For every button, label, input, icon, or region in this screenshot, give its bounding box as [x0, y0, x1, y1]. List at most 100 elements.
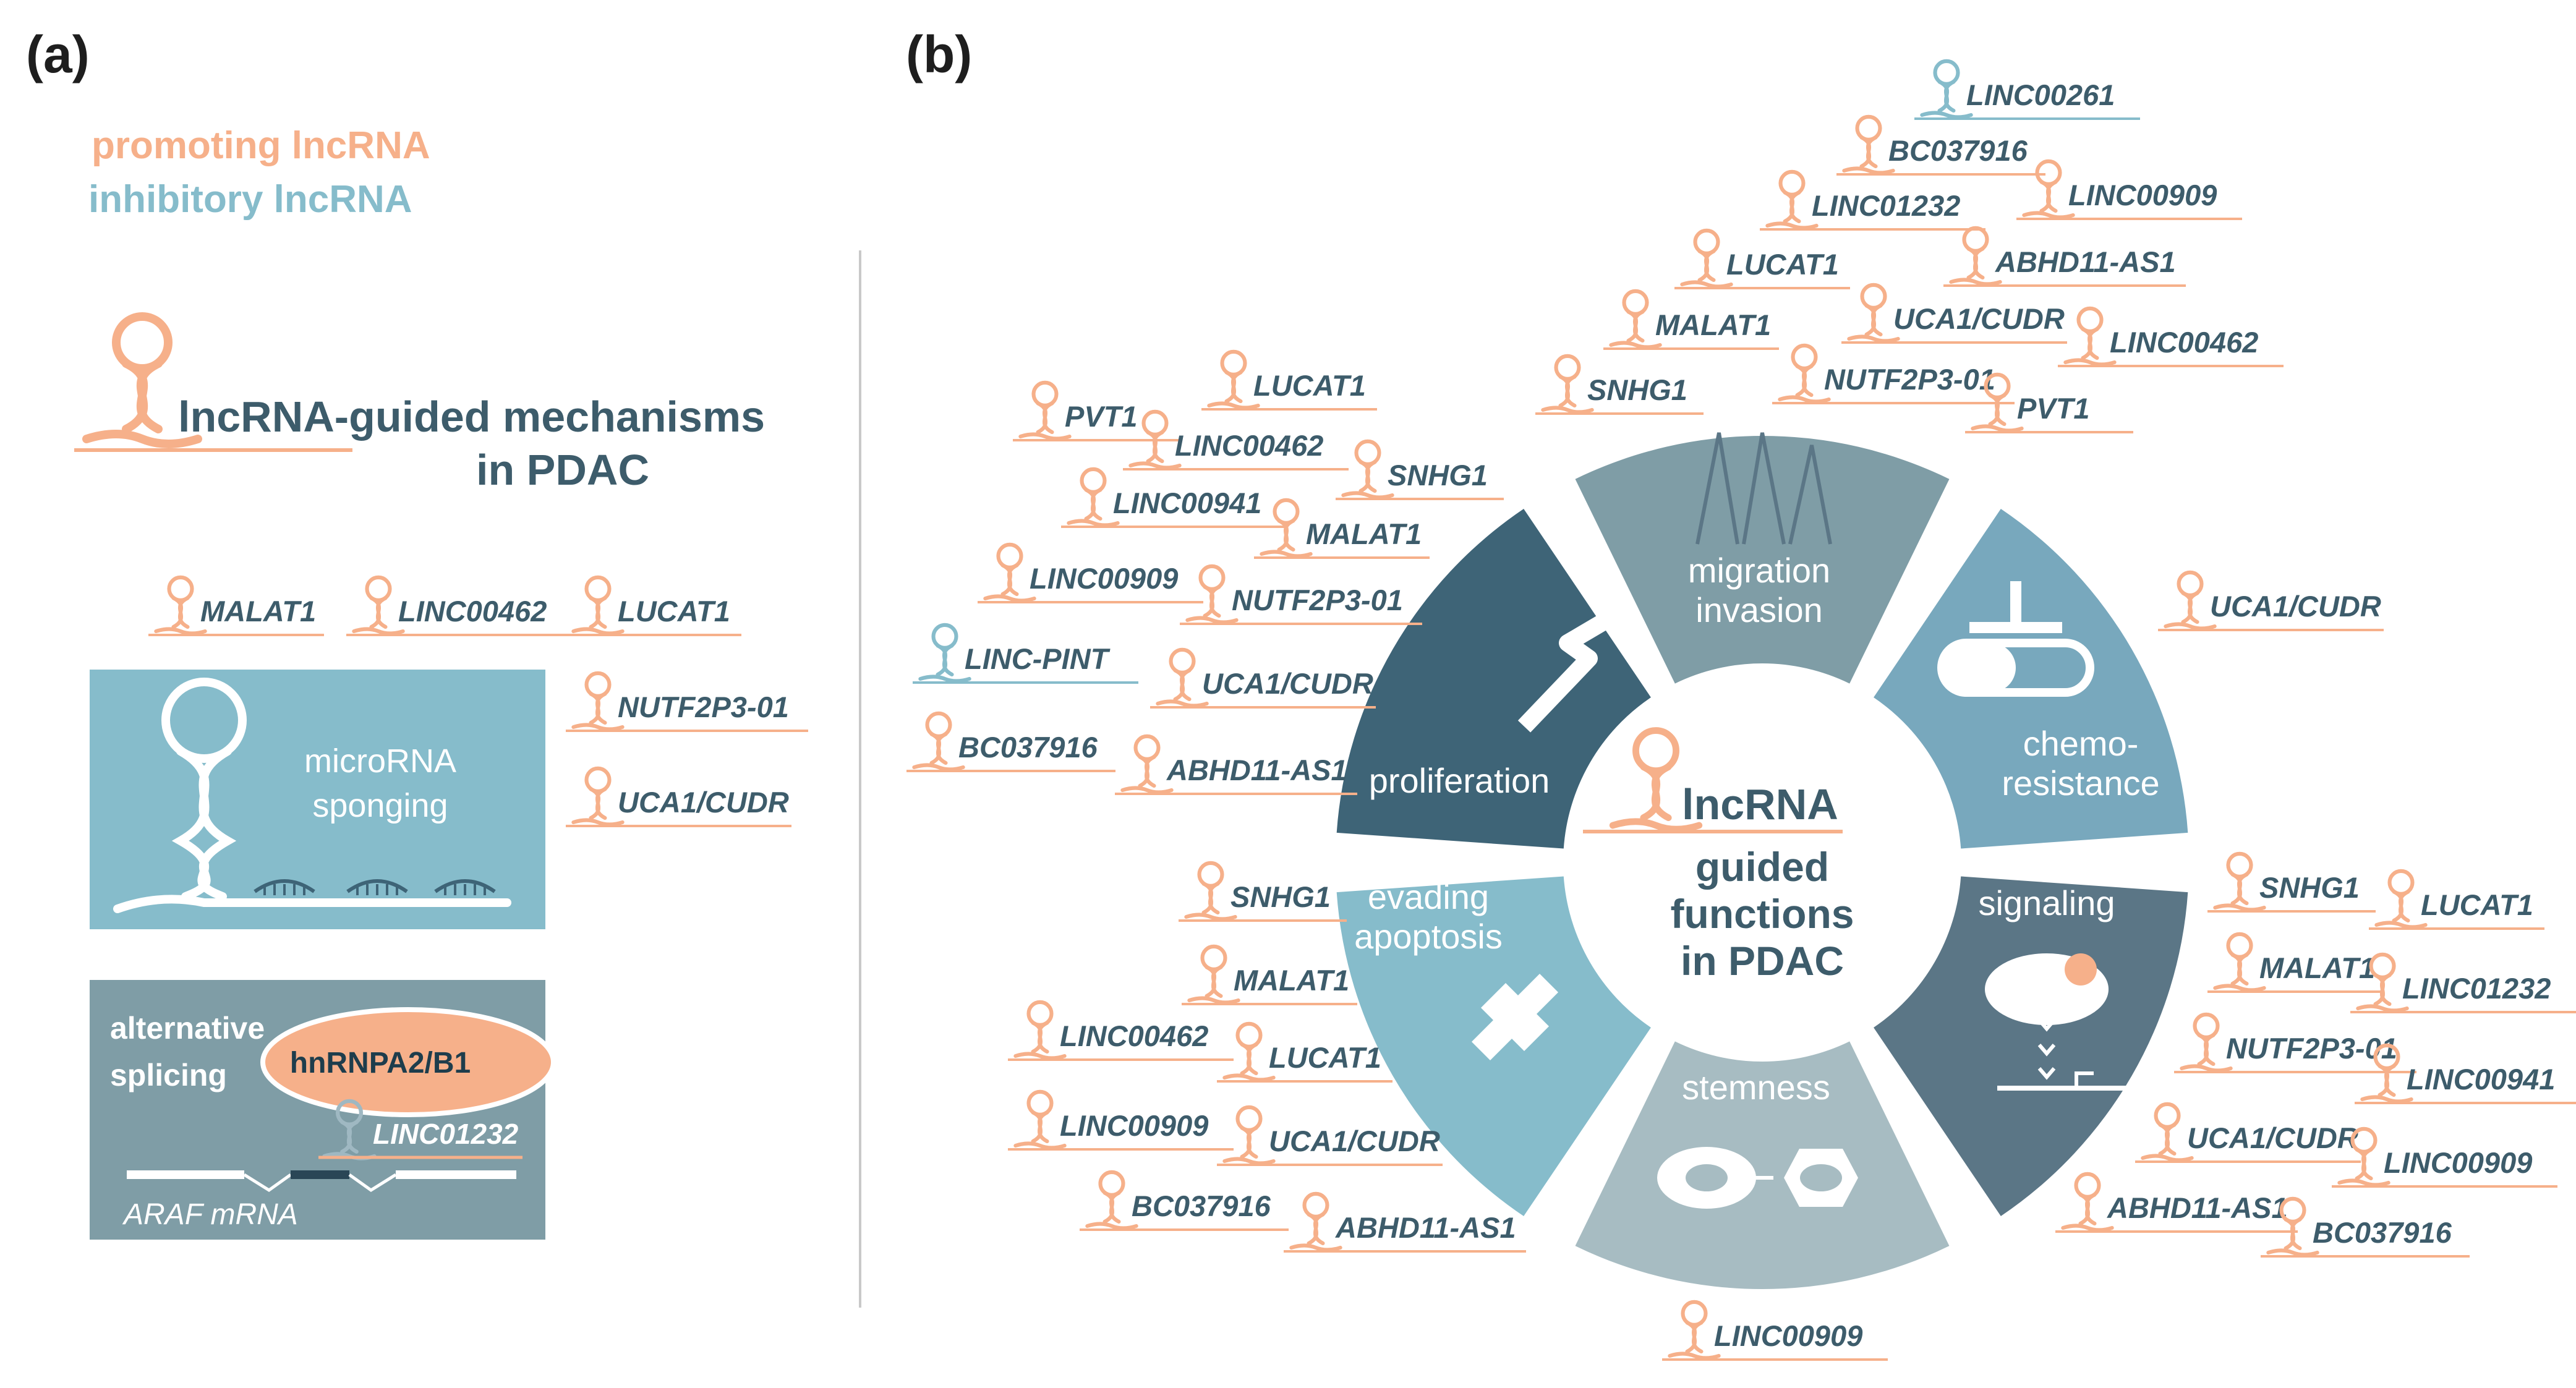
- lncrna-proliferation-0: PVT1: [1013, 380, 1181, 441]
- lncrna-apoptosis-2: LINC00462: [1008, 1000, 1234, 1061]
- lncrna-name: LUCAT1: [1253, 369, 1366, 402]
- lncrna-hairpin-icon: [2180, 1012, 2233, 1073]
- lncrna-name: PVT1: [1065, 400, 1138, 433]
- apoptosis-block-icon: [1472, 974, 1558, 1060]
- lncrna-name: NUTF2P3-01: [1824, 363, 1995, 396]
- microrna-icon: [434, 879, 496, 893]
- segment-label: chemo-resistance: [2002, 724, 2159, 803]
- lncrna-hairpin-icon: [571, 766, 625, 827]
- lncrna-migration-11: PVT1: [1965, 372, 2133, 433]
- title-lncrna-icon: [82, 312, 202, 448]
- lncrna-proliferation-7: NUTF2P3-01: [1180, 564, 1422, 625]
- lncrna-hairpin-icon: [2360, 1043, 2413, 1104]
- segment-migration: [1575, 435, 1950, 684]
- lncrna-migration-4: LUCAT1: [1674, 228, 1850, 289]
- lncrna-signaling-6: UCA1/CUDR: [2135, 1102, 2361, 1163]
- sponging-lncrna-side-0: NUTF2P3-01: [566, 671, 808, 732]
- lncrna-name: ABHD11-AS1: [1166, 754, 1347, 786]
- lncrna-hairpin-icon: [1187, 944, 1240, 1005]
- lncrna-name: ABHD11-AS1: [2107, 1191, 2288, 1224]
- lncrna-proliferation-2: LINC00462: [1123, 409, 1349, 470]
- lncrna-name: UCA1/CUDR: [2187, 1122, 2358, 1154]
- hnrnpa2b1-protein-icon: [260, 1007, 556, 1117]
- lncrna-hairpin-icon: [571, 671, 625, 731]
- lncrna-name: BC037916: [958, 731, 1098, 764]
- mrna-label: ARAF mRNA: [122, 1198, 298, 1231]
- lncrna-name: BC037916: [2313, 1216, 2452, 1249]
- lncrna-hairpin-icon: [1847, 283, 1900, 343]
- lncrna-name: LINC00941: [2407, 1063, 2555, 1096]
- lncrna-name: LINC00462: [398, 595, 547, 628]
- lncrna-hairpin-icon: [2356, 952, 2409, 1013]
- panel-divider: [859, 250, 861, 1308]
- lncrna-hairpin-icon: [912, 711, 965, 772]
- lncrna-name: NUTF2P3-01: [1232, 584, 1403, 616]
- lncrna-name: MALAT1: [1306, 517, 1422, 550]
- lncrna-proliferation-8: LINC-PINT: [913, 623, 1138, 684]
- panel-a-title-line1: lncRNA-guided mechanisms: [178, 393, 766, 441]
- lncrna-hairpin-icon: [1120, 734, 1174, 794]
- lncrna-hairpin-icon: [1541, 354, 1594, 414]
- lncrna-proliferation-3: SNHG1: [1336, 439, 1504, 500]
- lncrna-name: SNHG1: [1587, 373, 1687, 406]
- lncrna-hairpin-icon: [1765, 169, 1819, 230]
- lncrna-name: NUTF2P3-01: [618, 691, 789, 723]
- lncrna-apoptosis-3: LUCAT1: [1217, 1021, 1392, 1083]
- lncrna-name: UCA1/CUDR: [1893, 302, 2065, 335]
- lncrna-proliferation-11: ABHD11-AS1: [1115, 734, 1357, 795]
- lncrna-name: LUCAT1: [1269, 1041, 1381, 1074]
- lncrna-hairpin-icon: [1222, 1105, 1276, 1165]
- lncrna-hairpin-icon: [2266, 1196, 2319, 1257]
- lncrna-name: LINC01232: [2402, 972, 2551, 1005]
- lncrna-name: ABHD11-AS1: [1995, 245, 2176, 278]
- lncrna-name: MALAT1: [1655, 309, 1771, 341]
- lncrna-name: LINC00261: [1966, 79, 2115, 111]
- segment-chemoresistance: [1874, 508, 2188, 849]
- lncrna-apoptosis-4: LINC00909: [1008, 1089, 1234, 1151]
- lncrna-hairpin-icon: [2337, 1126, 2390, 1187]
- sponging-lncrna-2: LUCAT1: [566, 575, 741, 636]
- lncrna-chemo-0: UCA1/CUDR: [2158, 570, 2384, 631]
- lncrna-name: MALAT1: [2259, 952, 2375, 984]
- splicing-lncrna-name: LINC01232: [373, 1118, 519, 1150]
- microrna-icon: [254, 879, 315, 893]
- lncrna-hairpin-icon: [1128, 409, 1182, 470]
- lncrna-hairpin-icon: [2213, 851, 2266, 912]
- lncrna-signaling-8: ABHD11-AS1: [2055, 1172, 2298, 1233]
- lncrna-signaling-5: LINC00941: [2355, 1043, 2576, 1104]
- lncrna-name: LINC00462: [1175, 429, 1323, 462]
- lncrna-hairpin-icon: [1341, 439, 1394, 500]
- segment-label: signaling: [1978, 883, 2115, 922]
- lncrna-hairpin-icon: [1018, 380, 1072, 441]
- lncrna-migration-5: ABHD11-AS1: [1943, 226, 2186, 287]
- lncrna-hairpin-icon: [1184, 861, 1237, 921]
- lncrna-proliferation-9: UCA1/CUDR: [1150, 647, 1376, 709]
- lncrna-hairpin-icon: [1260, 498, 1313, 558]
- lncrna-name: LINC00909: [2068, 179, 2217, 211]
- panel-a-title-line2: in PDAC: [476, 446, 649, 494]
- lncrna-name: LINC00909: [1714, 1319, 1862, 1352]
- lncrna-apoptosis-0: SNHG1: [1179, 861, 1347, 922]
- lncrna-signaling-0: SNHG1: [2207, 851, 2376, 913]
- lncrna-migration-0: LINC00261: [1914, 59, 2140, 120]
- lncrna-name: LUCAT1: [1726, 248, 1839, 281]
- lncrna-signaling-1: LUCAT1: [2369, 869, 2544, 930]
- sponging-lncrna-0: MALAT1: [148, 575, 324, 636]
- proliferation-arrow-icon: [1517, 604, 1625, 733]
- segment-stemness: [1575, 1041, 1950, 1289]
- lncrna-hairpin-icon: [1013, 1000, 1067, 1060]
- lncrna-name: UCA1/CUDR: [1202, 667, 1373, 700]
- lncrna-apoptosis-1: MALAT1: [1182, 944, 1357, 1005]
- lncrna-hairpin-icon: [1156, 647, 1209, 708]
- lncrna-name: LINC00909: [1060, 1109, 1208, 1142]
- lncrna-hairpin-icon: [352, 575, 405, 636]
- lncrna-name: SNHG1: [1388, 459, 1488, 492]
- panel-a-label: (a): [26, 25, 90, 83]
- lncrna-hairpin-icon: [1949, 226, 2002, 286]
- lncrna-signaling-7: LINC00909: [2332, 1126, 2557, 1188]
- lncrna-stemness-0: LINC00909: [1662, 1300, 1888, 1361]
